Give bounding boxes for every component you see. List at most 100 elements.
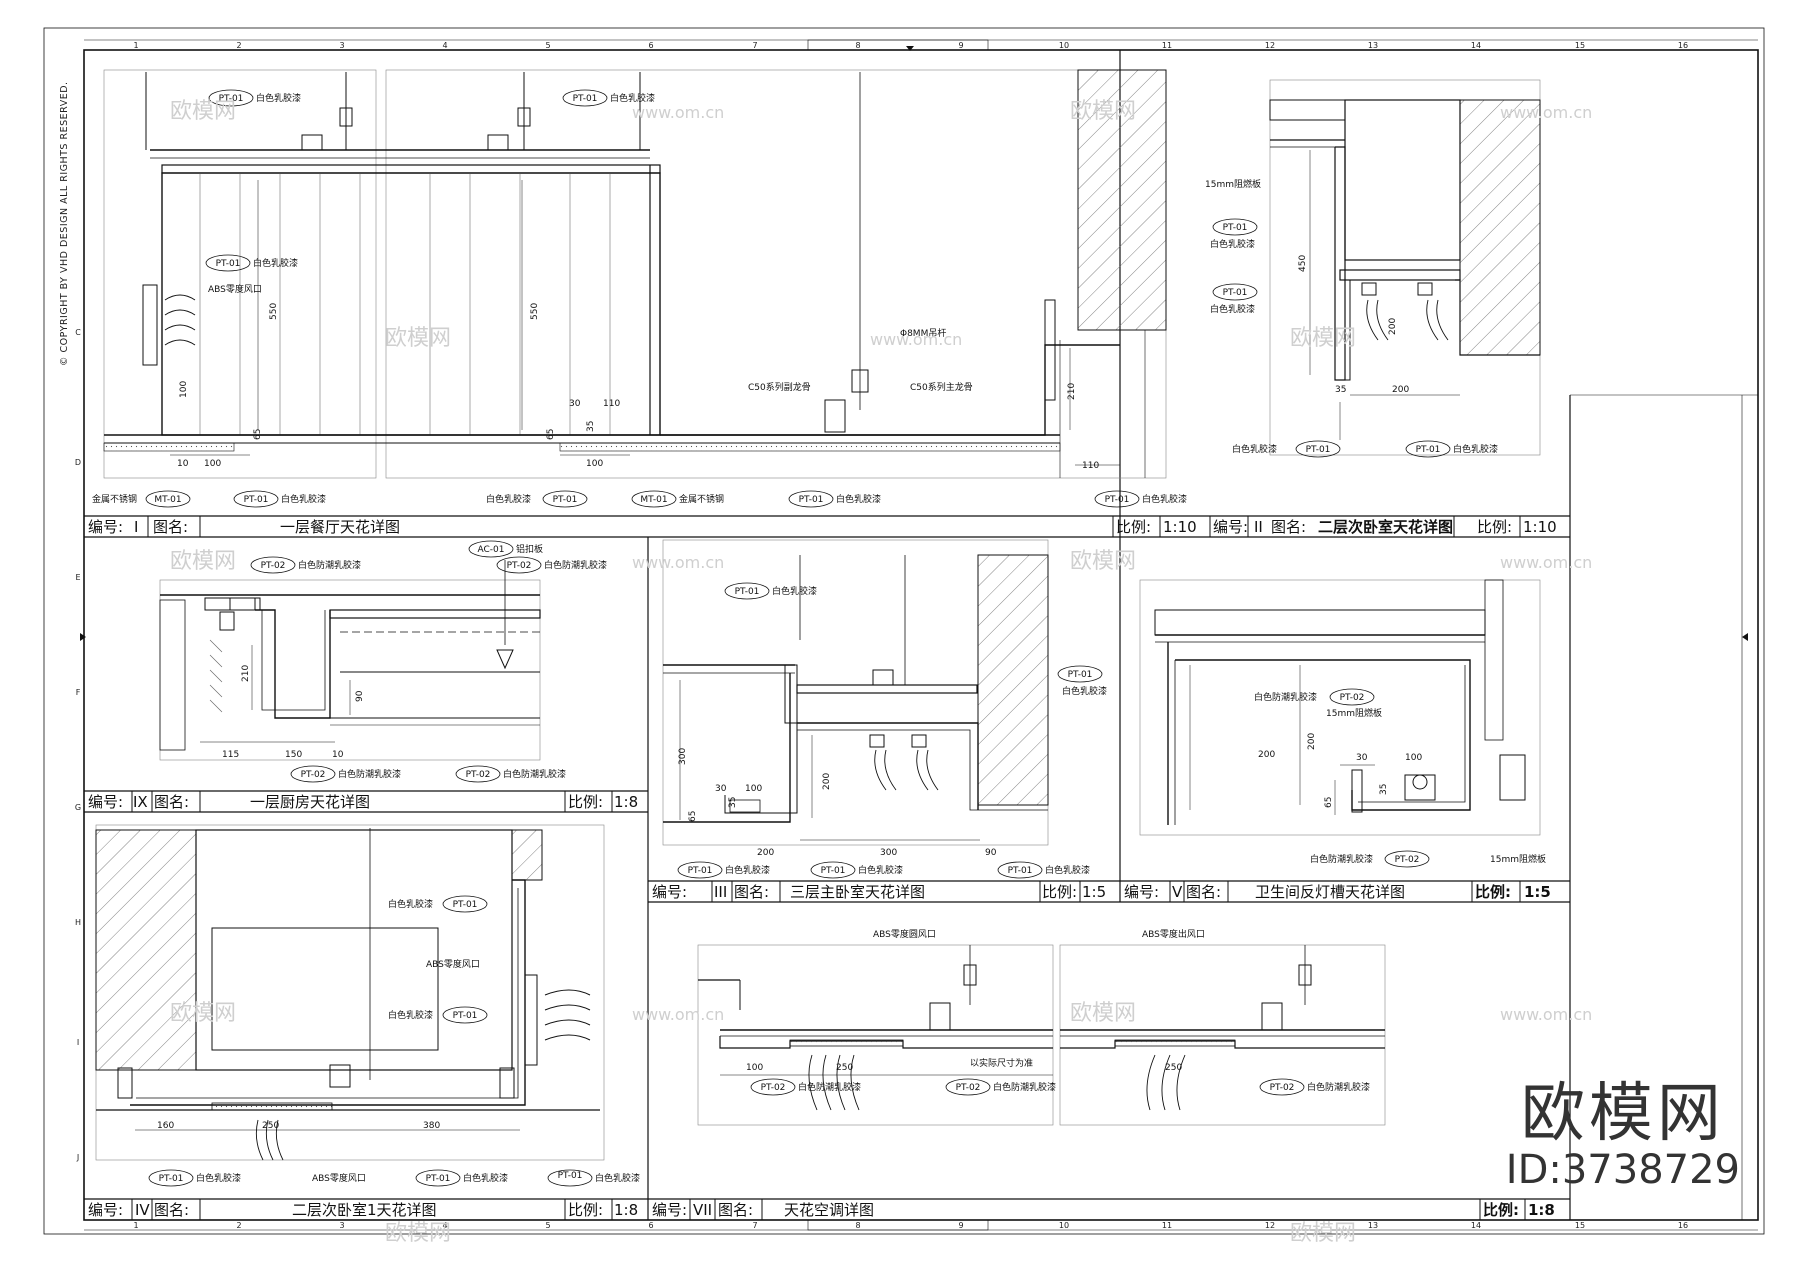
- title-bar-1-2: 编号: I 图名: 一层餐厅天花详图 比例: 1:10 编号: II 图名: 二…: [88, 516, 1557, 537]
- material-tag: PT-02: [761, 1083, 786, 1093]
- title-bar-7: 编号: VII 图名: 天花空调详图 比例: 1:8: [652, 1199, 1555, 1220]
- grid-top-label: 2: [236, 41, 241, 50]
- detail-7-ac-ceiling: [697, 944, 1386, 1126]
- material-tag: PT-01: [688, 866, 713, 876]
- label-scale: 比例:: [1477, 518, 1512, 536]
- material-note: 白色防潮乳胶漆: [298, 559, 361, 571]
- title-bar-3-5: 编号: III 图名: 三层主卧室天花详图 比例: 1:5 编号: V 图名: …: [652, 881, 1551, 902]
- watermark-text: 欧模网: [1290, 1221, 1356, 1246]
- material-tag: PT-01: [1068, 670, 1093, 680]
- rod-note: Φ8MM吊杆: [900, 327, 946, 339]
- dimension: 100: [179, 381, 189, 398]
- detail-9-annotations: PT-02 白色防潮乳胶漆 AC-01 铝扣板 PT-02 白色防潮乳胶漆 PT…: [222, 540, 607, 783]
- material-tag: AC-01: [478, 545, 505, 555]
- vent-note: ABS零度出风口: [1142, 928, 1205, 940]
- dimension: 300: [678, 748, 688, 765]
- grid-top-label: 16: [1678, 41, 1688, 50]
- material-note: 白色乳胶漆: [1210, 303, 1255, 315]
- detail-5-bathroom-cove-ceiling: [1139, 579, 1541, 836]
- dimension: 65: [688, 811, 698, 822]
- label-name: 图名:: [153, 518, 188, 536]
- dimension: 250: [262, 1121, 279, 1131]
- material-note: 白色防潮乳胶漆: [338, 768, 401, 780]
- material-note: 白色防潮乳胶漆: [1254, 691, 1317, 703]
- material-note: 金属不锈钢: [92, 493, 137, 505]
- grid-left-label: D: [75, 458, 81, 467]
- material-tag: PT-01: [799, 495, 824, 505]
- dimension: 200: [1307, 733, 1317, 750]
- label-name: 图名:: [734, 883, 769, 901]
- grid-bottom-label: 4: [442, 1221, 447, 1230]
- grid-bottom-label: 15: [1575, 1221, 1585, 1230]
- watermark-text: 欧模网: [1070, 1001, 1136, 1026]
- dimension: 200: [822, 773, 832, 790]
- watermark-site: www.om.cn: [870, 330, 962, 349]
- material-note: 白色乳胶漆: [388, 1009, 433, 1021]
- copyright-note: © COPYRIGHT BY VHD DESIGN ALL RIGHTS RES…: [59, 81, 70, 366]
- grid-top-label: 12: [1265, 41, 1275, 50]
- material-note: 白色乳胶漆: [595, 1172, 640, 1184]
- label-no: 编号:: [652, 1201, 687, 1219]
- material-tag: MT-01: [154, 495, 181, 505]
- size-note: 以实际尺寸为准: [970, 1057, 1033, 1069]
- dimension: 100: [746, 1063, 763, 1073]
- label-scale: 比例:: [1116, 518, 1151, 536]
- material-note: 白色防潮乳胶漆: [503, 768, 566, 780]
- grid-left-label: J: [76, 1153, 79, 1162]
- drawing-title: 一层餐厅天花详图: [280, 518, 400, 536]
- watermark-text: 欧模网: [385, 1221, 451, 1246]
- drawing-title: 一层厨房天花详图: [250, 793, 370, 811]
- watermark-text: 欧模网: [1070, 99, 1136, 124]
- watermark-text: 欧模网: [170, 99, 236, 124]
- material-tag: PT-02: [466, 770, 491, 780]
- label-scale: 比例:: [1042, 883, 1077, 901]
- material-note: 白色乳胶漆: [1062, 685, 1107, 697]
- detail-1-dining-ceiling: [103, 69, 1167, 479]
- detail-2-annotations: 15mm阻燃板 PT-01 白色乳胶漆 PT-01 白色乳胶漆 白色乳胶漆 PT…: [1205, 178, 1498, 458]
- model-id: ID:3738729: [1505, 1147, 1740, 1193]
- material-note: 白色乳胶漆: [1232, 443, 1277, 455]
- material-note: 白色乳胶漆: [610, 92, 655, 104]
- keel-note: C50系列副龙骨: [748, 381, 811, 393]
- dimension: 10: [332, 750, 344, 760]
- detail-3-annotations: PT-01 白色乳胶漆 PT-01 白色乳胶漆 PT-01 白色乳胶漆 PT-0…: [677, 582, 1107, 879]
- dimension: 210: [241, 665, 251, 682]
- drawing-number: III: [714, 883, 727, 901]
- material-note: 白色防潮乳胶漆: [993, 1081, 1056, 1093]
- dimension: 90: [985, 848, 997, 858]
- material-tag: PT-01: [1223, 288, 1248, 298]
- material-tag: PT-01: [1416, 445, 1441, 455]
- label-no: 编号:: [1213, 518, 1248, 536]
- dimension: 30: [569, 399, 581, 409]
- watermark-site: www.om.cn: [1500, 1005, 1592, 1024]
- dimension: 160: [157, 1121, 174, 1131]
- material-note: 白色乳胶漆: [486, 493, 531, 505]
- material-tag: MT-01: [640, 495, 667, 505]
- material-tag: PT-01: [426, 1174, 451, 1184]
- detail-7-annotations: ABS零度圆风口 ABS零度出风口 以实际尺寸为准 PT-02 白色防潮乳胶漆 …: [746, 928, 1370, 1096]
- copyright-text: © COPYRIGHT BY VHD DESIGN ALL RIGHTS RES…: [59, 81, 70, 366]
- label-scale: 比例:: [568, 1201, 603, 1219]
- dimension: 380: [423, 1121, 440, 1131]
- vent-note: ABS零度风口: [312, 1172, 366, 1184]
- dimension: 550: [530, 303, 540, 320]
- material-note: 白色乳胶漆: [1453, 443, 1498, 455]
- material-note: 白色乳胶漆: [1045, 864, 1090, 876]
- material-tag: PT-02: [1395, 855, 1420, 865]
- grid-bottom-label: 13: [1368, 1221, 1378, 1230]
- watermark-site: www.om.cn: [632, 103, 724, 122]
- material-tag: PT-01: [219, 94, 244, 104]
- dimension: 90: [355, 690, 365, 702]
- material-tag: PT-01: [553, 495, 578, 505]
- material-note: 白色乳胶漆: [196, 1172, 241, 1184]
- detail-9-kitchen-ceiling: [159, 560, 541, 761]
- watermark-site: www.om.cn: [1500, 103, 1592, 122]
- material-note: 白色乳胶漆: [858, 864, 903, 876]
- material-note: 15mm阻燃板: [1490, 853, 1546, 865]
- label-no: 编号:: [88, 518, 123, 536]
- grid-top-label: 9: [958, 41, 963, 50]
- drawing-number: VII: [693, 1201, 712, 1219]
- vent-note: ABS零度圆风口: [873, 928, 936, 940]
- dimension: 110: [1082, 461, 1099, 471]
